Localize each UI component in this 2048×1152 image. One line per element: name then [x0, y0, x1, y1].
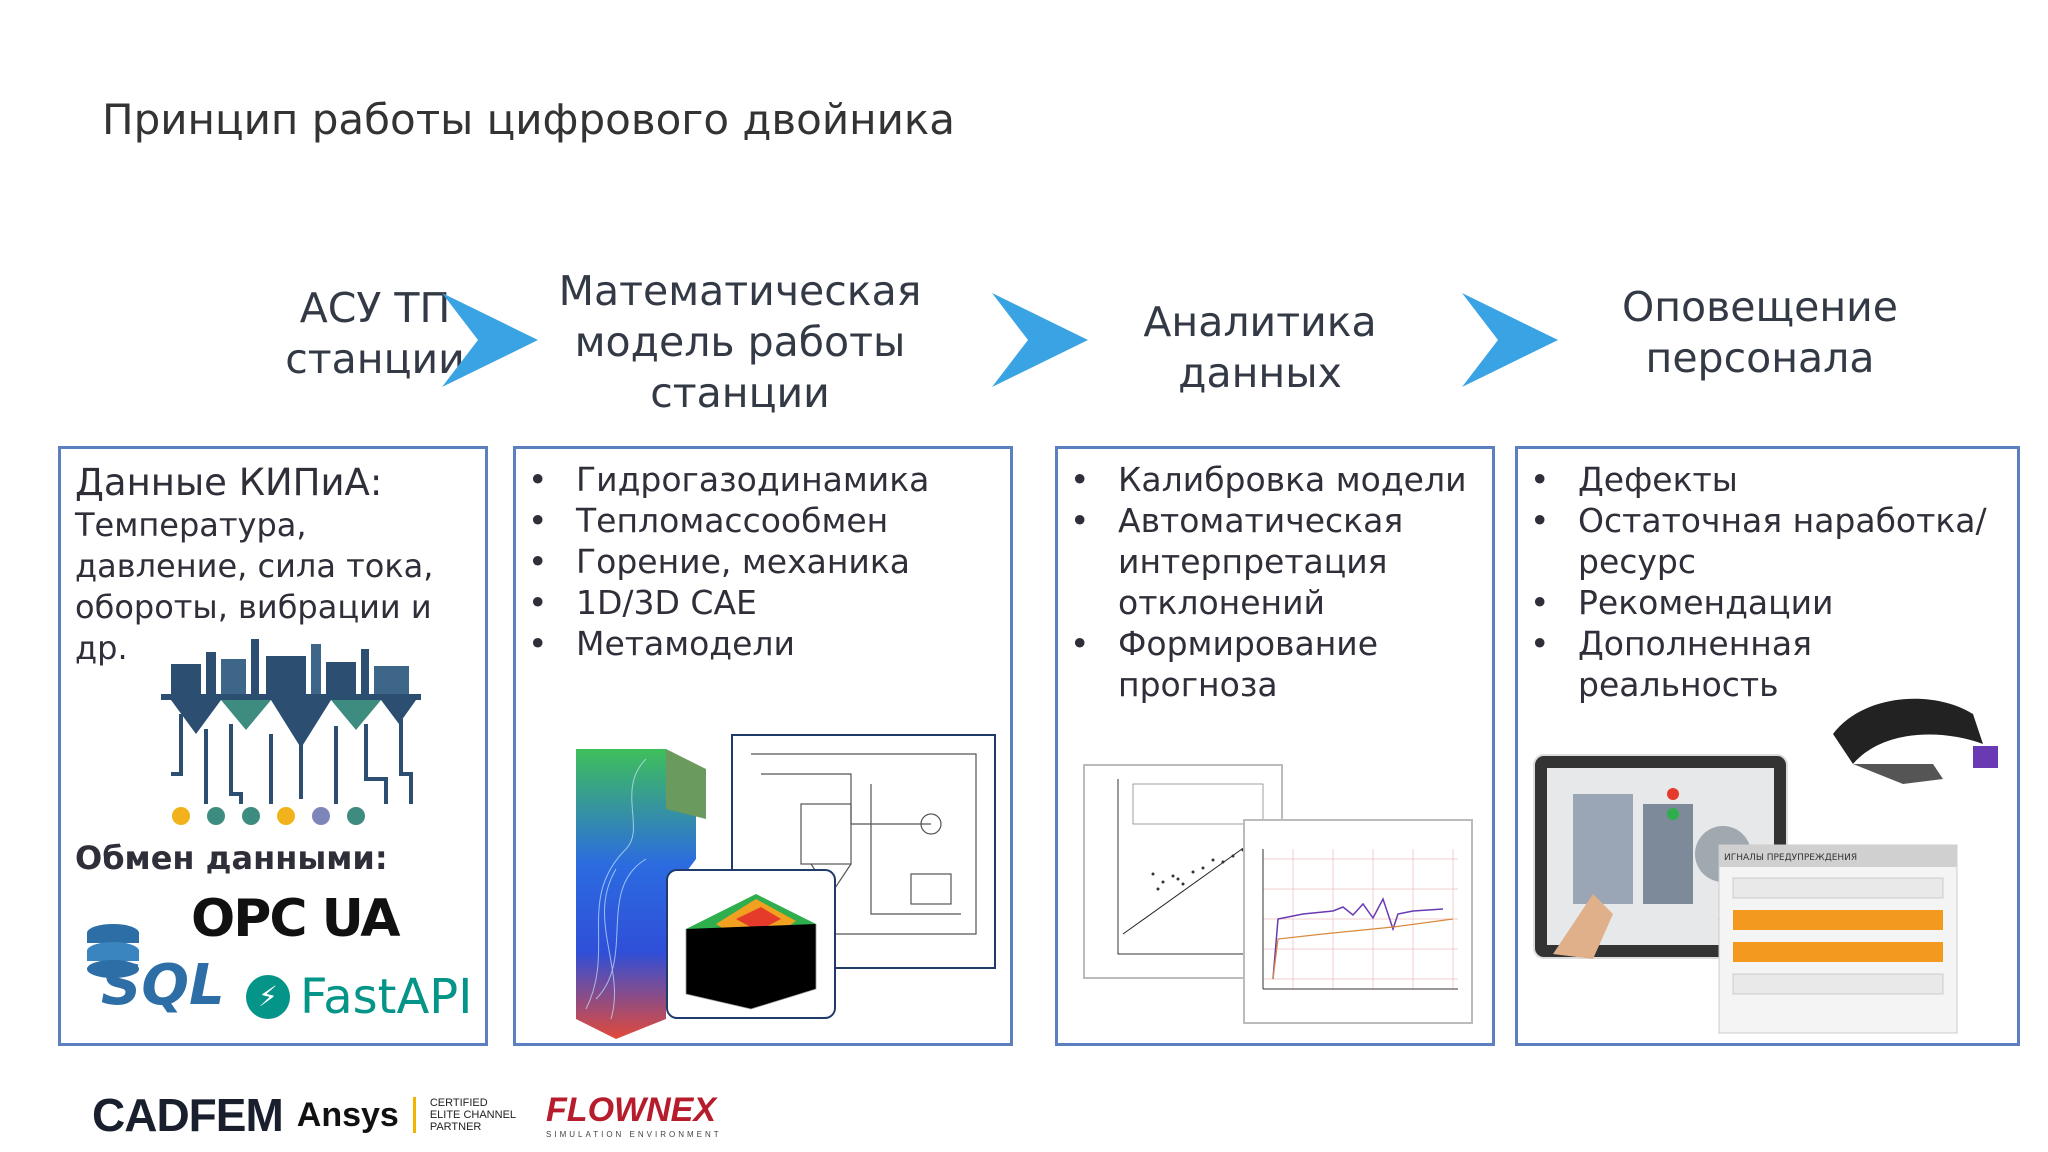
stage-heading-model: Математическая модель работы станции	[558, 267, 922, 417]
fastapi-text: FastAPI	[300, 969, 473, 1025]
panel-asu-data: Данные КИПиА: Температура, давление, сил…	[58, 446, 488, 1046]
sql-text-icon: SQL	[101, 953, 225, 1018]
surface-plot-image	[666, 869, 836, 1019]
stage-heading-notify: Оповещение персонала	[1621, 283, 1899, 382]
partner-logos: CADFEM Ansys CERTIFIED ELITE CHANNEL PAR…	[92, 1089, 722, 1141]
panel-notification: Дефекты Остаточная наработка/ресурс Реко…	[1515, 446, 2020, 1046]
stage-heading-analytics: Аналитика данных	[1143, 298, 1377, 397]
list-item: Тепломассообмен	[516, 500, 1010, 541]
certification-badge: CERTIFIED ELITE CHANNEL PARTNER	[412, 1097, 516, 1133]
fastapi-logo: ⚡ FastAPI	[246, 969, 472, 1025]
list-item: Горение, механика	[516, 541, 1010, 582]
list-item: 1D/3D CAE	[516, 582, 1010, 623]
model-list: Гидрогазодинамика Тепломассообмен Горени…	[516, 459, 1010, 664]
kipia-description: Температура, давление, сила тока, оборот…	[75, 506, 434, 667]
slide-title: Принцип работы цифрового двойника	[102, 95, 956, 144]
notification-list: Дефекты Остаточная наработка/ресурс Реко…	[1518, 459, 2017, 705]
panel-analytics: Калибровка модели Автоматическая интерпр…	[1055, 446, 1495, 1046]
flow-arrow-icon	[992, 293, 1088, 387]
flownex-logo: FLOWNEX SIMULATION ENVIRONMENT	[546, 1091, 722, 1139]
lightning-icon: ⚡	[246, 975, 290, 1019]
flow-arrow-icon	[442, 293, 538, 387]
list-item: Гидрогазодинамика	[516, 459, 1010, 500]
sql-database-icon	[87, 924, 139, 978]
data-exchange-label: Обмен данными:	[75, 839, 388, 877]
kipia-heading: Данные КИПиА:	[75, 461, 383, 504]
svg-text:ИГНАЛЫ ПРЕДУПРЕЖДЕНИЯ: ИГНАЛЫ ПРЕДУПРЕЖДЕНИЯ	[1724, 853, 1857, 863]
list-item: Калибровка модели	[1058, 459, 1492, 500]
list-item: Рекомендации	[1518, 582, 2017, 623]
time-series-plot-image	[1243, 819, 1473, 1024]
svg-text:SQL: SQL	[101, 953, 225, 1018]
list-item: Метамодели	[516, 623, 1010, 664]
flow-arrow-icon	[1462, 293, 1558, 387]
ar-headset-icon	[1833, 698, 1998, 784]
analytics-list: Калибровка модели Автоматическая интерпр…	[1058, 459, 1492, 705]
list-item: Дефекты	[1518, 459, 2017, 500]
ansys-logo: Ansys	[296, 1095, 399, 1134]
opc-ua-logo: OPC UA	[191, 889, 400, 949]
panel-math-model: Гидрогазодинамика Тепломассообмен Горени…	[513, 446, 1013, 1046]
cadfem-logo: CADFEM	[92, 1089, 284, 1141]
list-item: Автоматическая интерпретация отклонений	[1058, 500, 1492, 623]
list-item: Дополненная реальность	[1518, 623, 2017, 705]
stage-heading-asu: АСУ ТП станции	[285, 284, 465, 383]
industrial-plant-icon	[161, 639, 421, 825]
list-item: Формирование прогноза	[1058, 623, 1492, 705]
list-item: Остаточная наработка/ресурс	[1518, 500, 2017, 582]
alert-signals-panel: ИГНАЛЫ ПРЕДУПРЕЖДЕНИЯ	[1718, 844, 1958, 1034]
